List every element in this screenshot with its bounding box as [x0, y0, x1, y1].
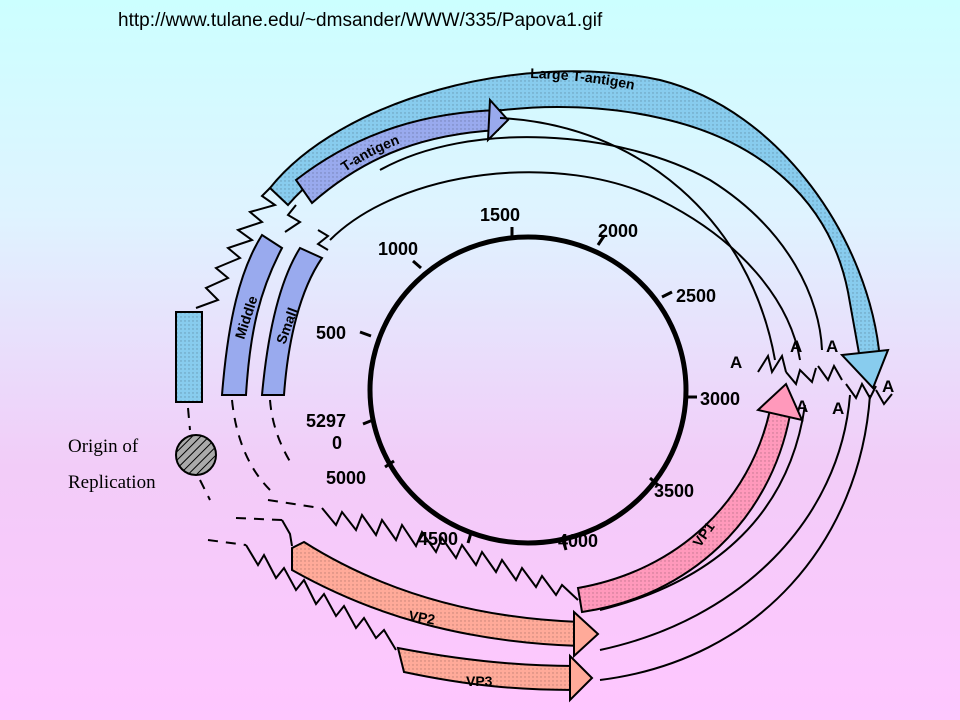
dashed-links [187, 399, 321, 546]
genome-ticks [359, 227, 697, 551]
tick-label-0: 0 [332, 433, 342, 453]
source-url: http://www.tulane.edu/~dmsander/WWW/335/… [118, 10, 603, 31]
genome-circle [367, 234, 689, 546]
late-zigzags [245, 353, 893, 651]
polyA-2: A [790, 337, 802, 356]
tick-label-1000: 1000 [378, 239, 418, 259]
vp1-transcript: VP1 [576, 382, 804, 614]
large-t-antigen-transcript: Large T-antigen [175, 65, 890, 403]
polyA-1: A [730, 353, 742, 372]
tick-label-4000: 4000 [558, 531, 598, 551]
tick-label-3000: 3000 [700, 389, 740, 409]
polyA-5: A [832, 399, 844, 418]
tick-label-2500: 2500 [676, 286, 716, 306]
polyA-3: A [826, 337, 838, 356]
vp2-label: VP2 [407, 607, 436, 627]
tick-label-1500: 1500 [480, 205, 520, 225]
tick-label-500: 500 [316, 323, 346, 343]
polyA-6: A [882, 377, 894, 396]
origin-label-line2: Replication [68, 472, 156, 493]
tick-label-5000: 5000 [326, 468, 366, 488]
tick-label-5297: 5297 [306, 411, 346, 431]
tick-label-4500: 4500 [418, 529, 458, 549]
origin-of-replication-symbol [175, 434, 217, 476]
origin-label-line1: Origin of [68, 436, 139, 457]
tick-label-3500: 3500 [654, 481, 694, 501]
tick-label-2000: 2000 [598, 221, 638, 241]
polyA-labels: A A A A A A [730, 337, 894, 418]
vp3-transcript: VP3 [396, 646, 594, 703]
vp2-transcript: VP2 [291, 540, 600, 659]
vp3-label: VP3 [466, 673, 493, 689]
genome-tick-labels: 1500 2000 1000 2500 500 3000 5297 0 5000… [306, 205, 740, 551]
